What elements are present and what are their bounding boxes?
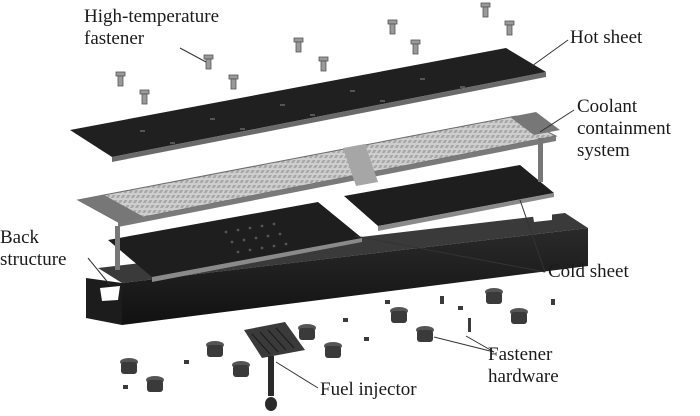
leader-fuel-injector xyxy=(275,361,319,389)
label-line: structure xyxy=(0,249,67,270)
cup-nut xyxy=(206,341,224,357)
label-line: containment xyxy=(577,118,671,139)
ht-fastener xyxy=(410,39,421,55)
label-line: Hot sheet xyxy=(570,27,643,48)
cold-sheet xyxy=(108,165,554,282)
coolant-mesh-edge xyxy=(118,136,556,227)
cup-nut xyxy=(485,288,503,304)
label-line: Cold sheet xyxy=(548,261,629,282)
cup-nut xyxy=(390,307,408,323)
back-structure-cutout-right xyxy=(532,207,552,222)
back-structure-end-face xyxy=(86,278,122,325)
coolant-standpipe-right xyxy=(538,138,543,182)
leader-high-temp-fastener xyxy=(179,47,207,63)
label-fastener-hardware: Fastener hardware xyxy=(488,344,559,388)
cold-sheet-right-edge xyxy=(378,193,554,231)
ht-fastener xyxy=(387,19,398,35)
label-line: Fastener xyxy=(488,344,553,365)
coolant-standpipe-left xyxy=(115,226,120,270)
hot-sheet xyxy=(70,48,546,162)
coolant-manifold-right xyxy=(510,112,560,135)
leader-back-structure xyxy=(87,257,111,286)
leader-cold-sheet-b xyxy=(519,199,546,273)
hot-sheet-panel xyxy=(70,48,546,157)
cup-nut xyxy=(324,342,342,358)
label-line: Fuel injector xyxy=(320,379,417,400)
label-fuel-injector: Fuel injector xyxy=(320,379,417,401)
fuel-injector-tip xyxy=(265,397,277,411)
ht-fastener xyxy=(504,20,515,36)
label-back-structure: Back structure xyxy=(0,227,66,271)
label-line: fastener xyxy=(84,28,145,49)
label-hot-sheet: Hot sheet xyxy=(570,27,642,49)
small-stud xyxy=(440,296,555,332)
ht-fastener xyxy=(228,74,239,90)
cold-sheet-left-edge xyxy=(152,238,362,282)
ht-fastener xyxy=(115,71,126,87)
cup-nut xyxy=(146,376,164,392)
leader-cold-sheet-a xyxy=(354,235,546,273)
leader-coolant xyxy=(539,109,575,133)
ht-fastener xyxy=(480,2,491,18)
high-temp-fasteners xyxy=(115,2,515,105)
coolant-containment-system xyxy=(76,112,560,270)
cold-sheet-left-panel xyxy=(108,202,362,277)
back-structure-cutout xyxy=(100,286,120,301)
coolant-center-joint xyxy=(343,144,378,186)
cup-nut xyxy=(232,361,250,377)
leader-fastener-hardware-b xyxy=(433,336,495,353)
label-line: High-temperature xyxy=(84,6,220,27)
hot-sheet-edge xyxy=(112,72,546,162)
leader-lines xyxy=(87,39,575,389)
cup-nut xyxy=(510,308,528,324)
back-structure-side-face xyxy=(122,228,588,325)
fuel-injector xyxy=(244,322,305,411)
label-line: Coolant xyxy=(577,96,638,117)
ht-fastener xyxy=(318,56,329,72)
label-line: Back xyxy=(0,227,40,248)
hot-sheet-holes xyxy=(140,78,465,144)
fuel-injector-fins xyxy=(251,327,295,355)
ht-fastener xyxy=(293,37,304,53)
cold-sheet-hole-pattern xyxy=(224,222,288,254)
coolant-manifold-left xyxy=(78,195,144,222)
fuel-injector-stem xyxy=(268,356,274,396)
cup-nut xyxy=(416,326,434,342)
label-high-temperature-fastener: High-temperature fastener xyxy=(84,6,219,50)
label-cold-sheet: Cold sheet xyxy=(548,261,629,283)
label-coolant-containment-system: Coolant containment system xyxy=(577,96,671,162)
leader-hot-sheet xyxy=(531,39,569,67)
cold-sheet-right-panel xyxy=(344,165,554,226)
label-line: system xyxy=(577,140,630,161)
cup-nut xyxy=(298,324,316,340)
fuel-injector-manifold xyxy=(244,322,305,358)
leader-fastener-hardware-a xyxy=(465,335,495,353)
cup-nut xyxy=(120,358,138,374)
ht-fastener xyxy=(203,54,214,70)
fastener-hardware xyxy=(120,288,555,392)
ht-fastener xyxy=(139,89,150,105)
label-line: hardware xyxy=(488,366,559,387)
